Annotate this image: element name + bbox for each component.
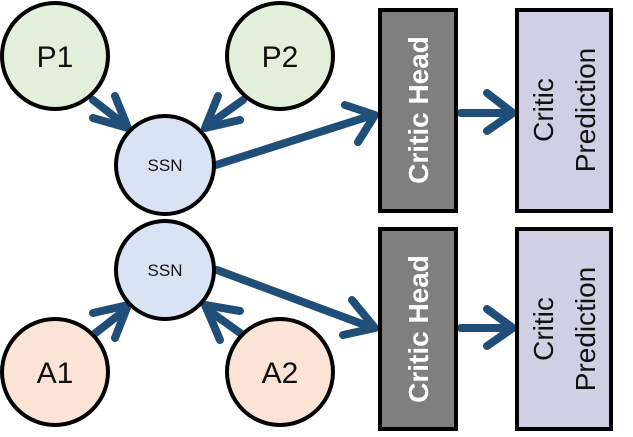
critic-head-bottom-label: Critic Head xyxy=(403,255,434,403)
critic-head-top-box xyxy=(378,8,458,213)
critic-prediction-bottom-line2: Prediction xyxy=(570,267,601,392)
critic-head-bottom-box xyxy=(378,227,458,431)
critic-prediction-top: Critic Prediction xyxy=(515,8,613,213)
arrow-ssn-to-critic-head xyxy=(212,101,379,169)
node-ssn-top: SSN xyxy=(114,114,216,216)
arrow-p2-to-ssn xyxy=(201,92,247,132)
critic-prediction-bottom: Critic Prediction xyxy=(515,227,613,431)
node-a1: A1 xyxy=(0,317,110,427)
arrow-a2-to-ssn xyxy=(201,301,247,344)
node-a2: A2 xyxy=(225,317,335,427)
a1-circle xyxy=(0,317,110,427)
arrow-critic-head-to-prediction xyxy=(457,89,517,135)
critic-prediction-top-line1: Critic xyxy=(528,78,559,142)
critic-prediction-top-line2: Prediction xyxy=(570,48,601,173)
a2-label: A2 xyxy=(262,357,299,390)
node-p2: P2 xyxy=(225,1,335,111)
critic-head-top-label: Critic Head xyxy=(403,36,434,184)
arrow-p1-to-ssn xyxy=(89,92,132,132)
ssn-top-circle xyxy=(114,114,216,216)
critic-head-top: Critic Head xyxy=(378,8,458,213)
a1-label: A1 xyxy=(37,357,74,390)
top-branch: P1 P2 SSN Critic Head Critic Prediction xyxy=(0,1,613,216)
p2-label: P2 xyxy=(262,41,299,74)
bottom-branch: SSN A1 A2 Critic Head Critic Prediction xyxy=(0,219,613,431)
ssn-top-label: SSN xyxy=(148,156,183,175)
node-ssn-bottom: SSN xyxy=(114,219,216,321)
arrow-a1-to-ssn xyxy=(89,301,132,342)
arrow-critic-head-to-prediction-bottom xyxy=(457,305,517,350)
p1-label: P1 xyxy=(37,41,74,74)
ssn-bottom-label: SSN xyxy=(148,261,183,280)
a2-circle xyxy=(225,317,335,427)
ssn-bottom-circle xyxy=(114,219,216,321)
critic-prediction-bottom-box xyxy=(515,227,613,431)
p1-circle xyxy=(0,1,110,111)
node-p1: P1 xyxy=(0,1,110,111)
arrow-ssn-to-critic-head-bottom xyxy=(213,266,379,339)
p2-circle xyxy=(225,1,335,111)
critic-prediction-top-box xyxy=(515,8,613,213)
critic-head-bottom: Critic Head xyxy=(378,227,458,431)
critic-prediction-bottom-line1: Critic xyxy=(528,297,559,361)
